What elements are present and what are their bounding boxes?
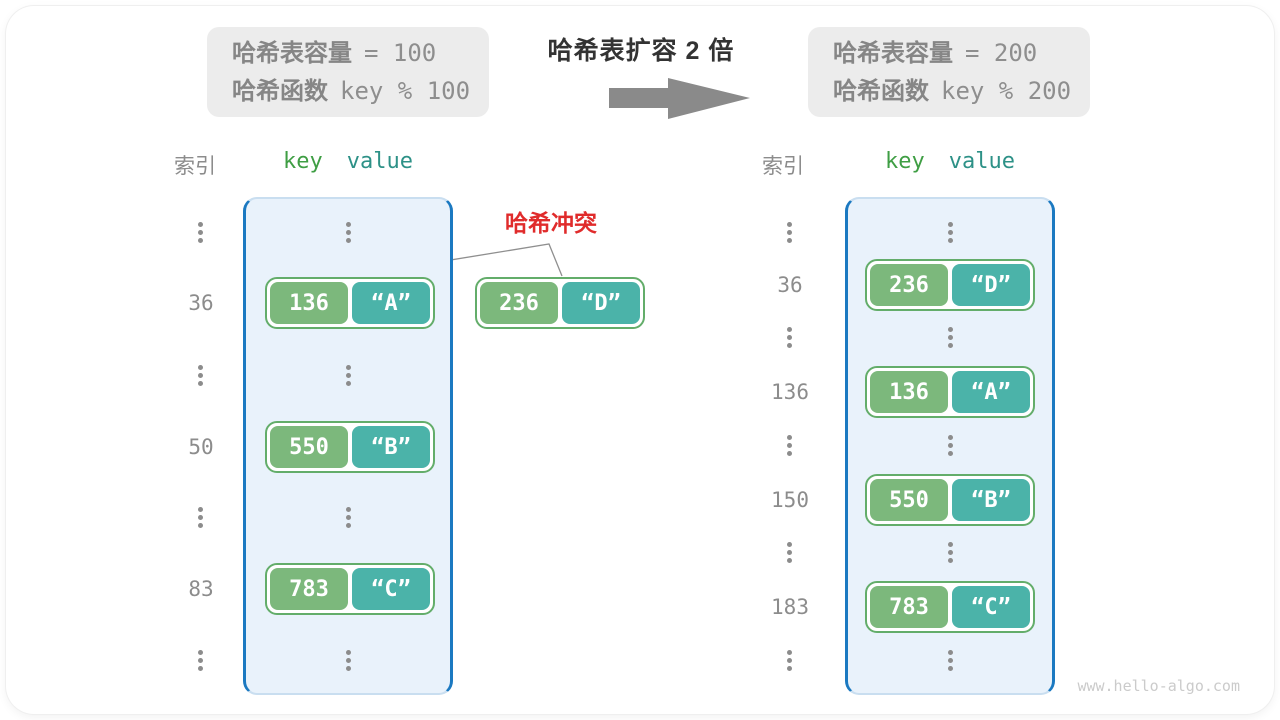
hash-function-label: 哈希函数 (232, 77, 328, 105)
index-label: 36 (188, 291, 214, 315)
pair-value: “A” (352, 282, 430, 324)
capacity-value: = 200 (965, 38, 1038, 67)
key-header: key (283, 149, 323, 174)
pair-value: “A” (952, 371, 1030, 413)
capacity-value: = 100 (364, 38, 437, 67)
watermark: www.hello-algo.com (1077, 677, 1240, 695)
capacity-line: 哈希表容量 = 200 (833, 36, 1090, 71)
ellipsis-icon (948, 327, 953, 332)
index-label: 136 (771, 380, 809, 404)
hash-function-line: 哈希函数 key % 100 (232, 74, 489, 109)
ellipsis-icon (346, 365, 351, 370)
index-label: 183 (771, 595, 809, 619)
bucket-pair: 783 “C” (865, 581, 1035, 633)
ellipsis-icon (948, 435, 953, 440)
pair-key: 236 (870, 264, 948, 306)
pair-value: “B” (352, 426, 430, 468)
ellipsis-icon (198, 222, 203, 227)
ellipsis-icon (346, 222, 351, 227)
key-header: key (885, 149, 925, 174)
pair-key: 136 (270, 282, 348, 324)
kv-header-left: key value (243, 149, 453, 174)
index-header-left: 索引 (174, 155, 216, 178)
ellipsis-icon (198, 650, 203, 655)
index-label: 50 (188, 435, 214, 459)
pair-value: “C” (352, 568, 430, 610)
index-label: 36 (777, 273, 803, 297)
index-header-right: 索引 (762, 155, 804, 178)
pair-value: “D” (952, 264, 1030, 306)
bucket-pair: 550 “B” (865, 474, 1035, 526)
hash-function-line: 哈希函数 key % 200 (833, 74, 1090, 109)
capacity-label: 哈希表容量 (232, 39, 352, 67)
hash-function-value: key % 200 (941, 76, 1072, 105)
capacity-box-after: 哈希表容量 = 200 哈希函数 key % 200 (808, 27, 1090, 117)
pair-key: 550 (870, 479, 948, 521)
kv-header-right: key value (845, 149, 1055, 174)
bucket-pair: 783 “C” (265, 563, 435, 615)
pair-key: 236 (480, 282, 558, 324)
ellipsis-icon (787, 327, 792, 332)
collision-label: 哈希冲突 (505, 210, 597, 236)
ellipsis-icon (948, 650, 953, 655)
ellipsis-icon (198, 365, 203, 370)
pair-value: “C” (952, 586, 1030, 628)
capacity-box-before: 哈希表容量 = 100 哈希函数 key % 100 (207, 27, 489, 117)
ellipsis-icon (787, 650, 792, 655)
ellipsis-icon (787, 435, 792, 440)
bucket-pair: 236 “D” (865, 259, 1035, 311)
capacity-line: 哈希表容量 = 100 (232, 36, 489, 71)
index-label: 83 (188, 577, 214, 601)
colliding-pair: 236 “D” (475, 277, 645, 329)
expand-title: 哈希表扩容 2 倍 (547, 37, 735, 65)
index-label: 150 (771, 488, 809, 512)
ellipsis-icon (787, 542, 792, 547)
pair-key: 783 (270, 568, 348, 610)
bucket-pair: 136 “A” (265, 277, 435, 329)
bucket-pair: 550 “B” (265, 421, 435, 473)
capacity-label: 哈希表容量 (833, 39, 953, 67)
ellipsis-icon (198, 507, 203, 512)
ellipsis-icon (787, 222, 792, 227)
pair-value: “B” (952, 479, 1030, 521)
ellipsis-icon (948, 542, 953, 547)
hash-function-label: 哈希函数 (833, 77, 929, 105)
hash-function-value: key % 100 (340, 76, 471, 105)
value-header: value (948, 149, 1015, 174)
bucket-pair: 136 “A” (865, 366, 1035, 418)
ellipsis-icon (346, 650, 351, 655)
ellipsis-icon (948, 222, 953, 227)
ellipsis-icon (346, 507, 351, 512)
pair-key: 136 (870, 371, 948, 413)
pair-key: 783 (870, 586, 948, 628)
value-header: value (346, 149, 413, 174)
card-background (6, 6, 1274, 714)
pair-key: 550 (270, 426, 348, 468)
pair-value: “D” (562, 282, 640, 324)
